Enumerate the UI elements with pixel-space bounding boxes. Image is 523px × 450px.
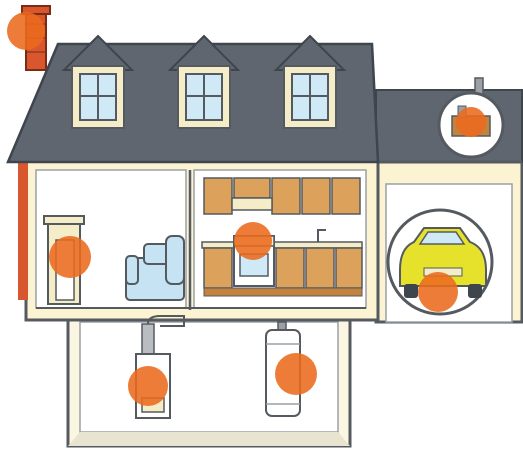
fireplace-hotspot <box>49 236 91 278</box>
water-heater-hotspot <box>275 353 317 395</box>
upper-cabinets <box>204 178 360 214</box>
stove-hotspot <box>234 222 272 260</box>
chimney-hotspot <box>7 12 45 50</box>
heater-hotspot <box>456 107 486 137</box>
range-hood <box>232 198 272 210</box>
countertop <box>202 242 362 248</box>
furnace-duct <box>142 324 154 356</box>
lower-cabinets <box>204 248 362 296</box>
car-hotspot <box>418 272 458 312</box>
furnace-hotspot <box>128 366 168 406</box>
